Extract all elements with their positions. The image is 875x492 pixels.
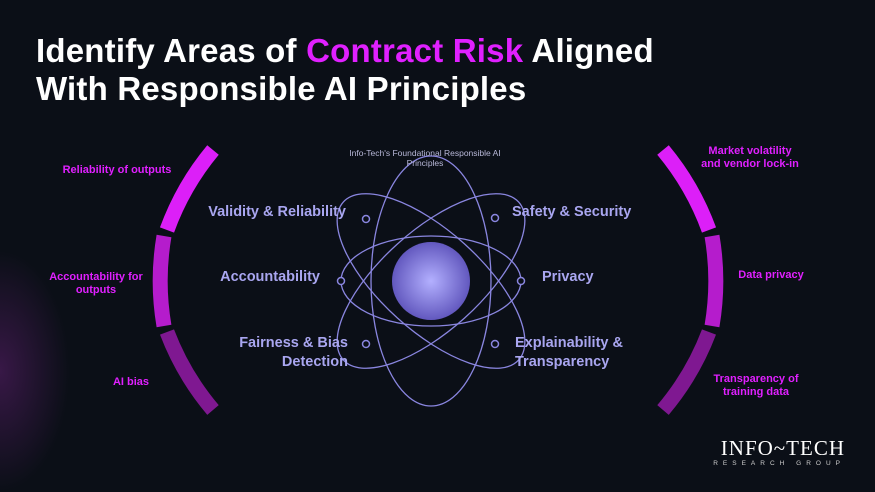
principle-privacy: Privacy: [542, 269, 594, 285]
left-bracket-mid: [152, 234, 172, 328]
principle-fairness: Fairness & Bias Detection: [239, 335, 348, 370]
left-bracket-top: [159, 145, 219, 233]
title-highlight: Contract Risk: [306, 32, 524, 69]
right-bracket-top: [657, 145, 717, 233]
risk-ai-bias: AI bias: [112, 376, 150, 388]
title-line2: With Responsible AI Principles: [36, 70, 527, 107]
right-bracket-bottom: [657, 329, 717, 415]
info-tech-logo: INFO~TECH: [720, 436, 845, 460]
principle-accountability: Accountability: [220, 269, 320, 285]
risk-accountability: Accountability for outputs: [49, 271, 143, 296]
core-sphere: [392, 242, 470, 320]
left-bracket-bottom: [159, 329, 219, 415]
risk-data-privacy: Data privacy: [738, 269, 804, 281]
right-bracket-mid: [704, 234, 724, 328]
principle-explainability: Explainability & Transparency: [515, 335, 623, 370]
diagram-subtitle: Info-Tech's Foundational Responsible AI …: [349, 148, 501, 168]
risk-transparency: Transparency of training data: [713, 373, 799, 398]
background-glow: [0, 250, 70, 492]
page-title: Identify Areas of Contract Risk Aligned …: [36, 32, 836, 108]
risk-reliability: Reliability of outputs: [62, 164, 172, 176]
principle-safety: Safety & Security: [512, 204, 632, 220]
risk-market-volatility: Market volatility and vendor lock-in: [701, 145, 799, 170]
principle-validity: Validity & Reliability: [208, 204, 346, 220]
orbit-nodes: [336, 213, 526, 349]
logo-tagline: RESEARCH GROUP: [713, 460, 845, 467]
title-part1: Identify Areas of: [36, 32, 307, 69]
title-part2: Aligned: [523, 32, 654, 69]
